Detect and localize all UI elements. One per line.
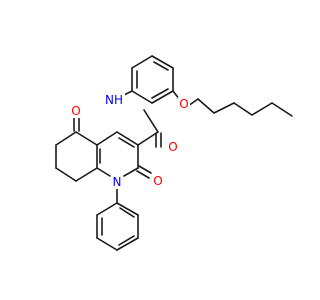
- bond: [96, 131, 118, 146]
- bond: [118, 137, 135, 148]
- atom-label-n-amide: NH: [105, 93, 123, 107]
- bond: [55, 131, 77, 146]
- bond: [213, 102, 235, 114]
- bond: [136, 170, 150, 179]
- atom-n-ring: N: [111, 175, 123, 189]
- bond: [75, 131, 98, 146]
- bond: [131, 90, 153, 104]
- atom-label-o-lactam: O: [153, 174, 162, 188]
- bond: [153, 61, 169, 71]
- atom-o-lactam: O: [152, 174, 164, 188]
- atom-o-ether: O: [178, 97, 190, 111]
- bond: [96, 237, 118, 251]
- bond: [116, 131, 139, 146]
- bond: [75, 167, 98, 182]
- bond: [138, 165, 152, 174]
- bond: [151, 55, 174, 69]
- bond: [96, 202, 118, 216]
- bond: [55, 167, 77, 182]
- atom-n-amide: NH: [103, 93, 125, 107]
- bond: [233, 102, 253, 116]
- bond: [271, 102, 293, 117]
- atom-label-o-ether: O: [179, 97, 188, 111]
- bond: [151, 88, 169, 99]
- bond: [123, 167, 139, 177]
- bonds: [55, 55, 293, 251]
- bond: [118, 235, 135, 246]
- bond: [137, 131, 159, 146]
- bond: [143, 109, 159, 133]
- bond: [116, 202, 139, 216]
- atom-label-n-ring: N: [113, 175, 122, 189]
- bond: [116, 237, 139, 251]
- atom-label-o-ketone: O: [71, 104, 80, 118]
- atom-label-o-amide: O: [168, 140, 177, 154]
- bond: [197, 98, 215, 114]
- molecule-canvas: O N O O NH O: [55, 55, 293, 251]
- bond: [131, 55, 153, 69]
- bond: [96, 167, 111, 177]
- bond: [151, 90, 174, 104]
- atom-o-amide: O: [167, 140, 179, 154]
- bond: [251, 102, 273, 116]
- atom-o-ketone: O: [70, 104, 82, 118]
- molecule-structure: O N O O NH O: [55, 55, 293, 251]
- bond: [119, 207, 135, 218]
